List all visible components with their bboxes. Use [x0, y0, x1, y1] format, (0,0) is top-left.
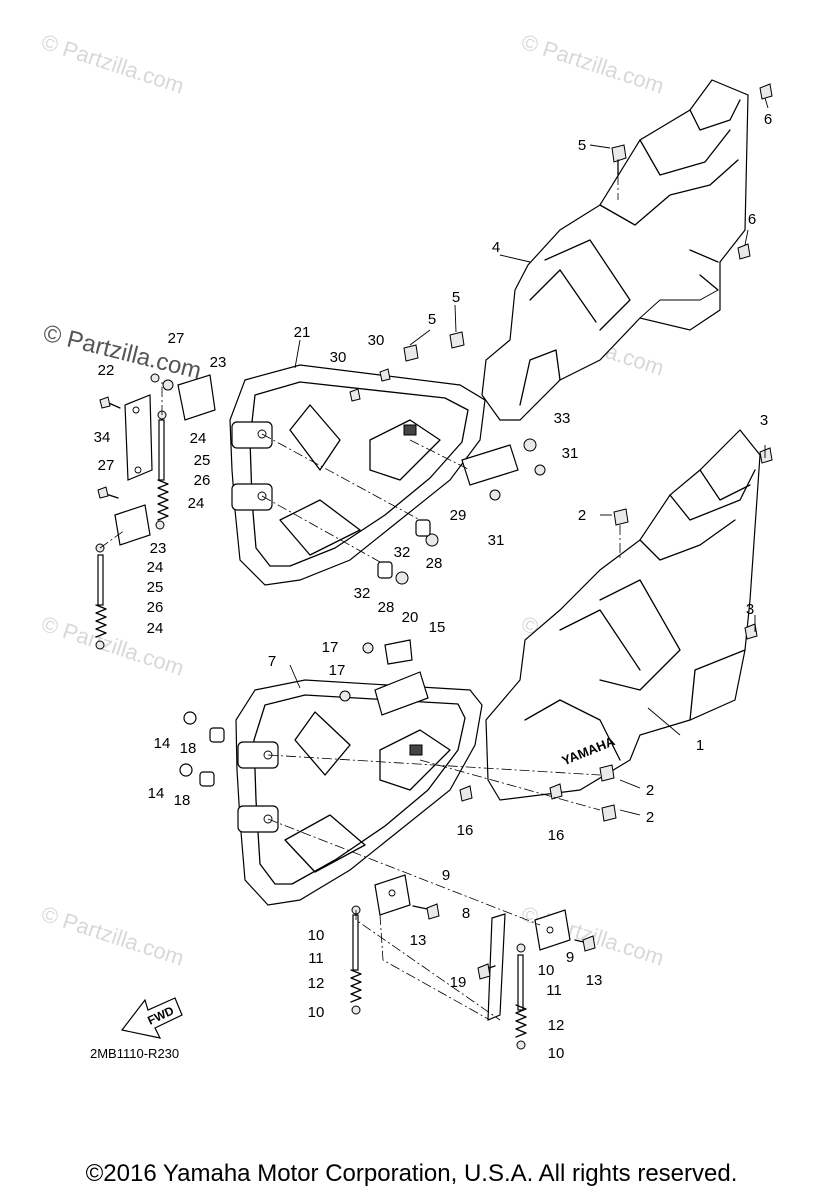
callout-11: 11	[308, 950, 324, 967]
callout-28: 28	[378, 599, 395, 616]
latch-upper	[461, 438, 546, 501]
callout-24: 24	[147, 620, 164, 637]
callout-16: 16	[457, 822, 474, 839]
callout-34: 34	[94, 429, 111, 446]
callout-22: 22	[98, 362, 115, 379]
callout-10: 10	[538, 962, 555, 979]
callout-20: 20	[402, 609, 419, 626]
callout-30: 30	[368, 332, 385, 349]
assembly-lines	[99, 175, 621, 1021]
callout-13: 13	[586, 972, 603, 989]
callout-3: 3	[746, 601, 754, 618]
callout-14: 14	[154, 735, 171, 752]
callout-32: 32	[394, 544, 411, 561]
callout-9: 9	[566, 949, 574, 966]
callout-17: 17	[329, 662, 346, 679]
callout-25: 25	[194, 452, 211, 469]
callout-9: 9	[442, 867, 450, 884]
callout-16: 16	[548, 827, 565, 844]
callout-27: 27	[168, 330, 185, 347]
hinge-lower	[350, 874, 593, 1050]
watermark-top-right: © Partzilla.com	[518, 29, 667, 99]
watermark-mid-left: © Partzilla.com	[38, 611, 187, 681]
callout-18: 18	[180, 740, 197, 757]
callout-28: 28	[426, 555, 443, 572]
callout-15: 15	[429, 619, 446, 636]
callout-7: 7	[268, 653, 276, 670]
callout-12: 12	[308, 975, 325, 992]
watermark-top-left: © Partzilla.com	[38, 29, 187, 99]
callout-24: 24	[147, 559, 164, 576]
callout-31: 31	[562, 445, 579, 462]
callout-1: 1	[696, 737, 704, 754]
callout-10: 10	[308, 1004, 325, 1021]
callout-33: 33	[554, 410, 571, 427]
callout-27: 27	[98, 457, 115, 474]
copyright-footer: ©2016 Yamaha Motor Corporation, U.S.A. A…	[85, 1160, 738, 1187]
callout-19: 19	[450, 974, 467, 991]
door-frame-upper	[229, 364, 486, 586]
callout-14: 14	[148, 785, 165, 802]
callout-6: 6	[764, 111, 772, 128]
callout-32: 32	[354, 585, 371, 602]
callout-12: 12	[548, 1017, 565, 1034]
callout-2: 2	[646, 782, 654, 799]
callout-24: 24	[190, 430, 207, 447]
watermark-bottom-left: © Partzilla.com	[38, 901, 187, 971]
callout-4: 4	[492, 239, 500, 256]
callouts: 1 2 2 2 3 3 4 5 5 5 6 6 7 8 9 9 10 10 10…	[94, 111, 773, 1062]
fwd-arrow-icon: FWD	[120, 997, 183, 1039]
callout-30: 30	[330, 349, 347, 366]
callout-21: 21	[294, 324, 311, 341]
callout-10: 10	[308, 927, 325, 944]
callout-18: 18	[174, 792, 191, 809]
callout-23: 23	[150, 540, 167, 557]
door-frame-lower	[235, 679, 483, 906]
callout-5: 5	[578, 137, 586, 154]
side-panel-upper	[481, 79, 749, 421]
callout-26: 26	[194, 472, 211, 489]
callout-29: 29	[450, 507, 467, 524]
callout-25: 25	[147, 579, 164, 596]
callout-24: 24	[188, 495, 205, 512]
callout-3: 3	[760, 412, 768, 429]
fasteners	[97, 83, 773, 980]
side-panel-lower: YAMAHA	[485, 429, 761, 801]
callout-26: 26	[147, 599, 164, 616]
diagram-code: 2MB1110-R230	[90, 1046, 179, 1061]
callout-2: 2	[578, 507, 586, 524]
callout-13: 13	[410, 932, 427, 949]
callout-10: 10	[548, 1045, 565, 1062]
callout-5: 5	[452, 289, 460, 306]
latch-lower	[339, 639, 429, 716]
leader-lines	[289, 97, 769, 816]
callout-5: 5	[428, 311, 436, 328]
callout-23: 23	[210, 354, 227, 371]
callout-6: 6	[748, 211, 756, 228]
callout-2: 2	[646, 809, 654, 826]
callout-31: 31	[488, 532, 505, 549]
callout-17: 17	[322, 639, 339, 656]
callout-11: 11	[546, 982, 562, 999]
callout-8: 8	[462, 905, 470, 922]
